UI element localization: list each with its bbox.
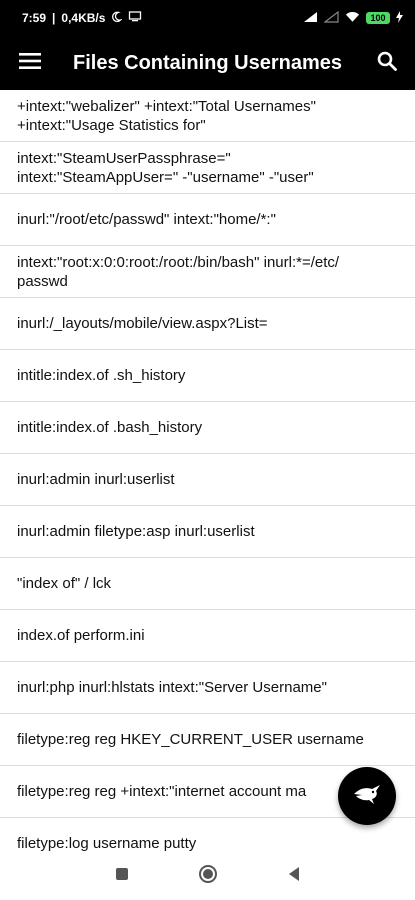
list-item[interactable]: inurl:admin inurl:userlist	[0, 454, 415, 506]
status-time: 7:59	[22, 11, 47, 25]
menu-button[interactable]	[0, 36, 60, 90]
list-item[interactable]: intitle:index.of .bash_history	[0, 402, 415, 454]
list-item[interactable]: inurl:admin filetype:asp inurl:userlist	[0, 506, 415, 558]
floating-action-button[interactable]	[338, 767, 396, 825]
list-item[interactable]: "index of" / lck	[0, 558, 415, 610]
page-title: Files Containing Usernames	[73, 51, 342, 74]
list-item[interactable]: intext:"SteamUserPassphrase=" intext:"St…	[0, 142, 415, 194]
circle-home-icon	[198, 864, 218, 889]
list-item-text: inurl:php inurl:hlstats intext:"Server U…	[17, 679, 327, 696]
status-bar: 7:59 | 0,4KB/s 100	[0, 0, 415, 36]
moon-icon	[111, 11, 124, 25]
list-item-text: index.of perform.ini	[17, 627, 145, 644]
list-item[interactable]: inurl:/_layouts/mobile/view.aspx?List=	[0, 298, 415, 350]
list-item-text: inurl:"/root/etc/passwd" intext:"home/*:…	[17, 211, 276, 228]
list-item[interactable]: intext:"root:x:0:0:root:/root:/bin/bash"…	[0, 246, 415, 298]
square-recents-icon	[115, 867, 129, 886]
status-right: 100	[303, 10, 403, 26]
signal-icon	[303, 11, 318, 26]
list-item-text: inurl:admin filetype:asp inurl:userlist	[17, 523, 255, 540]
list-item[interactable]: filetype:reg reg +intext:"internet accou…	[0, 766, 415, 818]
list-item-text: filetype:log username putty	[17, 835, 197, 852]
screen-cast-icon	[128, 11, 142, 25]
charging-icon	[396, 10, 403, 26]
list-item[interactable]: intitle:index.of .sh_history	[0, 350, 415, 402]
list-item-text: intitle:index.of .sh_history	[17, 367, 186, 384]
home-button[interactable]	[196, 864, 220, 888]
list-item[interactable]: index.of perform.ini	[0, 610, 415, 662]
wifi-icon	[345, 11, 360, 26]
list-item-text: "index of" / lck	[17, 575, 112, 592]
dork-list[interactable]: +intext:"webalizer" +intext:"Total Usern…	[0, 90, 415, 860]
list-item[interactable]: inurl:php inurl:hlstats intext:"Server U…	[0, 662, 415, 714]
list-item-text: filetype:reg reg HKEY_CURRENT_USER usern…	[17, 731, 364, 748]
signal-icon-secondary	[323, 10, 339, 26]
list-item-text: +intext:"webalizer" +intext:"Total Usern…	[17, 97, 316, 134]
system-nav-bar	[0, 852, 415, 900]
list-item-text: inurl:/_layouts/mobile/view.aspx?List=	[17, 315, 268, 332]
list-item[interactable]: +intext:"webalizer" +intext:"Total Usern…	[0, 90, 415, 142]
triangle-back-icon	[287, 866, 301, 887]
status-separator: |	[52, 11, 56, 25]
battery-icon: 100	[366, 12, 390, 24]
list-item[interactable]: filetype:log username putty	[0, 818, 415, 860]
list-item-text: intitle:index.of .bash_history	[17, 419, 203, 436]
hamburger-menu-icon	[19, 52, 41, 74]
list-item[interactable]: filetype:reg reg HKEY_CURRENT_USER usern…	[0, 714, 415, 766]
list-item-text: inurl:admin inurl:userlist	[17, 471, 175, 488]
list-item-text: filetype:reg reg +intext:"internet accou…	[17, 783, 307, 800]
status-left: 7:59 | 0,4KB/s	[22, 11, 142, 25]
list-item[interactable]: inurl:"/root/etc/passwd" intext:"home/*:…	[0, 194, 415, 246]
search-button[interactable]	[359, 36, 415, 90]
list-item-text: intext:"SteamUserPassphrase=" intext:"St…	[17, 149, 314, 186]
status-network-speed: 0,4KB/s	[61, 11, 106, 25]
list-item-text: intext:"root:x:0:0:root:/root:/bin/bash"…	[17, 253, 340, 290]
hacker-bird-icon	[352, 782, 382, 811]
search-icon	[377, 51, 397, 76]
app-bar: Files Containing Usernames	[0, 36, 415, 90]
back-button[interactable]	[282, 864, 306, 888]
recents-button[interactable]	[110, 864, 134, 888]
